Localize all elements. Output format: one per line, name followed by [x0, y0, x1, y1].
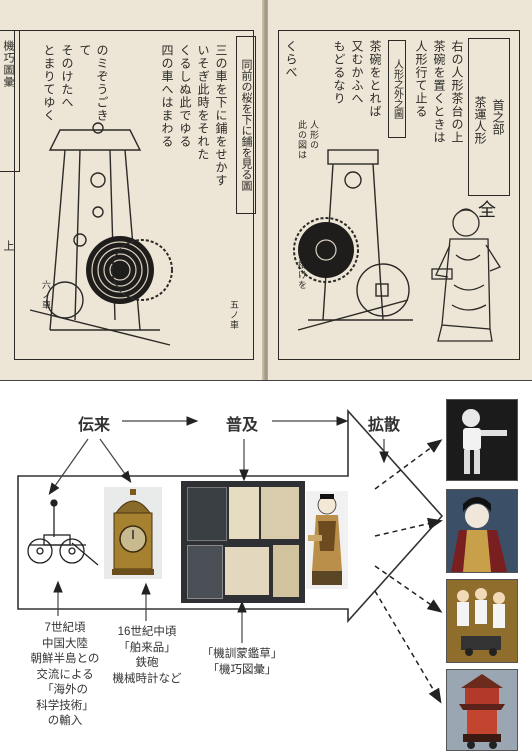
left-column-3: くるしぬ此でゆる [178, 44, 192, 148]
left-column-6: そのけたへ [60, 44, 74, 109]
right-sub-box: 人形之外之圖 [388, 40, 406, 138]
humanoid-robot-icon [462, 409, 507, 474]
float-icon [459, 674, 505, 749]
right-page: 首之部 茶運人形 人形之外之圖 右の人形茶台の上 茶碗を置くときは 人形行て止る… [268, 0, 532, 380]
caption-1-line-1: 7世紀頃 [44, 622, 86, 634]
caption-1-line-5: 「海外の [42, 684, 88, 696]
bunraku-puppet-thumb [446, 489, 518, 573]
right-page-frame [278, 30, 520, 360]
right-column-3: 人形行て止る [414, 40, 428, 118]
left-note-1: 六ノ車 [40, 280, 50, 310]
big-outline-arrow [17, 408, 444, 624]
festival-float-thumb [446, 669, 518, 751]
stage-label-3: 拡散 [368, 417, 401, 434]
caption-1-line-7: の輸入 [47, 715, 83, 727]
right-title-box: 首之部 茶運人形 [468, 38, 510, 196]
caption-books: 「機訓蒙鑑草」 「機巧図彙」 [196, 647, 288, 678]
caption-7th-century: 7世紀頃 中国大陸 朝鮮半島との 交流による 「海外の 科学技術」 の輸入 [24, 621, 106, 730]
right-column-0: くらべ [284, 40, 298, 79]
right-title: 茶運人形 [473, 96, 487, 144]
book-spread: 機巧圖彙 上 同前の桜を下に鋪を見る圖 三の車を下に鋪をせかす いそぎ此時をそれ… [0, 0, 532, 380]
right-column-2: 茶碗を置くときは [432, 40, 446, 144]
diagram-arrows [17, 408, 444, 704]
arrow-to-chariot [48, 438, 89, 495]
caption-1-line-3: 朝鮮半島との [30, 653, 100, 665]
left-page: 機巧圖彙 上 同前の桜を下に鋪を見る圖 三の車を下に鋪をせかす いそぎ此時をそれ… [0, 0, 264, 380]
right-column-6: もどるなり [332, 40, 346, 105]
right-column-4: 茶碗をとれば [368, 40, 382, 118]
right-note-2: 人形の [308, 120, 318, 150]
tea-serving-doll-image [306, 491, 348, 589]
left-column-5: のミぞうごきて [78, 44, 109, 122]
people-icon [447, 580, 517, 662]
caption-2-line-4: 機械時計など [112, 672, 182, 685]
caption-2-line-2: 「舶来品」 [118, 641, 176, 654]
left-column-7: とまりてゆく [42, 44, 56, 122]
right-column-5: 又むかふへ [350, 40, 364, 105]
caption-3-line-2: 「機巧図彙」 [207, 663, 277, 676]
right-column-1: 右の人形茶台の上 [450, 40, 464, 144]
caption-1-line-6: 科学技術」 [36, 699, 94, 712]
side-title: 機巧圖彙 [2, 40, 15, 88]
right-note-1: 此の図は [296, 120, 306, 160]
humanoid-robot-thumb [446, 399, 518, 481]
robot-contest-thumb [446, 579, 518, 663]
caption-2-line-1: 16世紀中頃 [117, 626, 177, 638]
dashed-arrow-2 [374, 517, 443, 537]
side-volume: 上 [2, 240, 15, 252]
right-note-3: 仕掛けを [296, 250, 306, 290]
doll-mechanism-drawing [293, 149, 413, 331]
puppet-icon [451, 497, 507, 572]
diffusion-diagram: 伝来 普及 拡散 [0, 380, 532, 754]
dashed-arrow-4 [374, 590, 442, 704]
left-note-2: 五ノ車 [228, 300, 238, 330]
left-header-box: 同前の桜を下に鋪を見る圖 [236, 36, 256, 214]
old-books-image [181, 481, 305, 603]
caption-1-line-4: 交流による [36, 668, 94, 681]
side-title-strip [0, 30, 20, 172]
left-column-1: 三の車を下に鋪をせかす [214, 44, 228, 187]
left-column-2: いそぎ此時をそれた [196, 44, 210, 161]
mechanical-clock-image [104, 487, 162, 579]
clockwork-mechanism-drawing [29, 122, 173, 346]
left-page-frame [14, 30, 254, 360]
dashed-arrow-1 [374, 439, 443, 490]
caption-1-line-2: 中国大陸 [42, 637, 88, 650]
quan-label: 全 [478, 200, 496, 221]
south-pointing-chariot-image [27, 499, 99, 566]
dashed-arrow-3 [374, 565, 443, 613]
caption-16th-century: 16世紀中頃 「舶来品」 鉄砲 機械時計など [106, 625, 188, 687]
stage-label-2: 普及 [226, 417, 259, 434]
book-gutter [262, 0, 270, 380]
right-section: 首之部 [491, 99, 505, 135]
stage-label-1: 伝来 [78, 417, 111, 434]
caption-3-line-1: 「機訓蒙鑑草」 [201, 648, 283, 660]
arrow-to-clock [99, 438, 132, 483]
caption-2-line-3: 鉄砲 [135, 657, 159, 669]
left-column-4: 四の車へはまわる [160, 44, 174, 148]
tea-doll-drawing [431, 208, 501, 342]
